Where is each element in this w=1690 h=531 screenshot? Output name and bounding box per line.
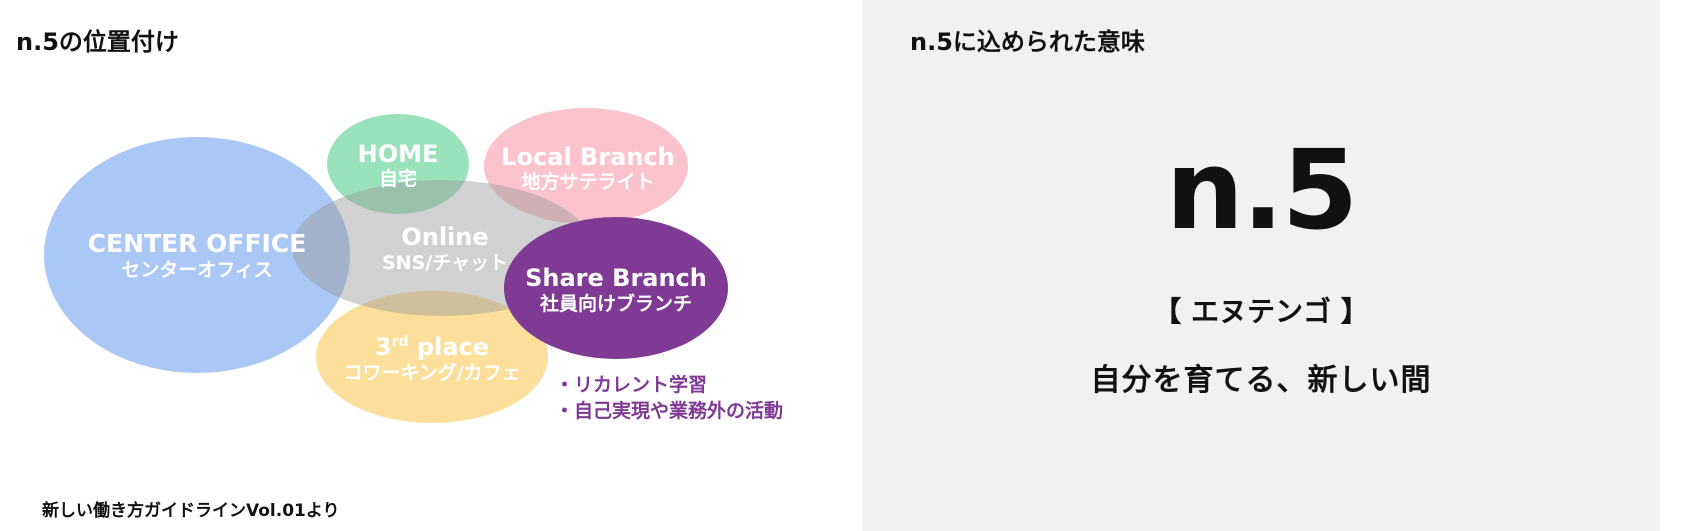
venn-diagram: CENTER OFFICE センターオフィス HOME 自宅 Local Bra… [44, 108, 728, 423]
share-branch-label-ja: 社員向けブランチ [539, 292, 692, 315]
note-recurrent-learning: ・リカレント学習 [555, 374, 708, 396]
local-branch-label-en: Local Branch [501, 143, 675, 171]
third-place-circle [316, 291, 548, 423]
pronunciation: 【 エヌテンゴ 】 [1153, 295, 1369, 328]
center-office-circle [44, 137, 350, 373]
n5-logo: n.5 [1165, 126, 1359, 254]
third-place-label-ja: コワーキング/カフェ [343, 361, 520, 384]
online-label-ja: SNS/チャット [382, 252, 508, 274]
local-branch-label-ja: 地方サテライト [521, 170, 654, 193]
source-note: 新しい働き方ガイドラインVol.01より [42, 501, 340, 521]
third-place-superscript: rd [392, 334, 409, 350]
share-branch-notes: ・リカレント学習 ・自己実現や業務外の活動 [555, 372, 783, 424]
left-panel: n.5の位置付け CENTER OFFICE センターオフィス HOME 自宅 … [16, 28, 784, 521]
right-panel-title: n.5に込められた意味 [910, 28, 1145, 56]
right-panel: n.5に込められた意味 n.5 【 エヌテンゴ 】 自分を育てる、新しい間 [862, 0, 1660, 531]
online-label-en: Online [401, 223, 488, 251]
third-place-number: 3 [375, 333, 392, 361]
note-self-realization: ・自己実現や業務外の活動 [555, 400, 784, 422]
center-office-label-ja: センターオフィス [121, 259, 273, 281]
tagline: 自分を育てる、新しい間 [1090, 363, 1432, 398]
home-label-en: HOME [358, 140, 439, 168]
center-office-label-en: CENTER OFFICE [88, 229, 307, 258]
left-panel-title: n.5の位置付け [16, 28, 179, 56]
home-circle [327, 114, 469, 214]
share-branch-label-en: Share Branch [525, 264, 707, 292]
third-place-label-en: 3rd place [375, 333, 489, 361]
local-branch-circle [484, 108, 688, 224]
home-label-ja: 自宅 [379, 167, 417, 190]
share-branch-circle [504, 217, 728, 359]
third-place-word: place [409, 333, 489, 361]
